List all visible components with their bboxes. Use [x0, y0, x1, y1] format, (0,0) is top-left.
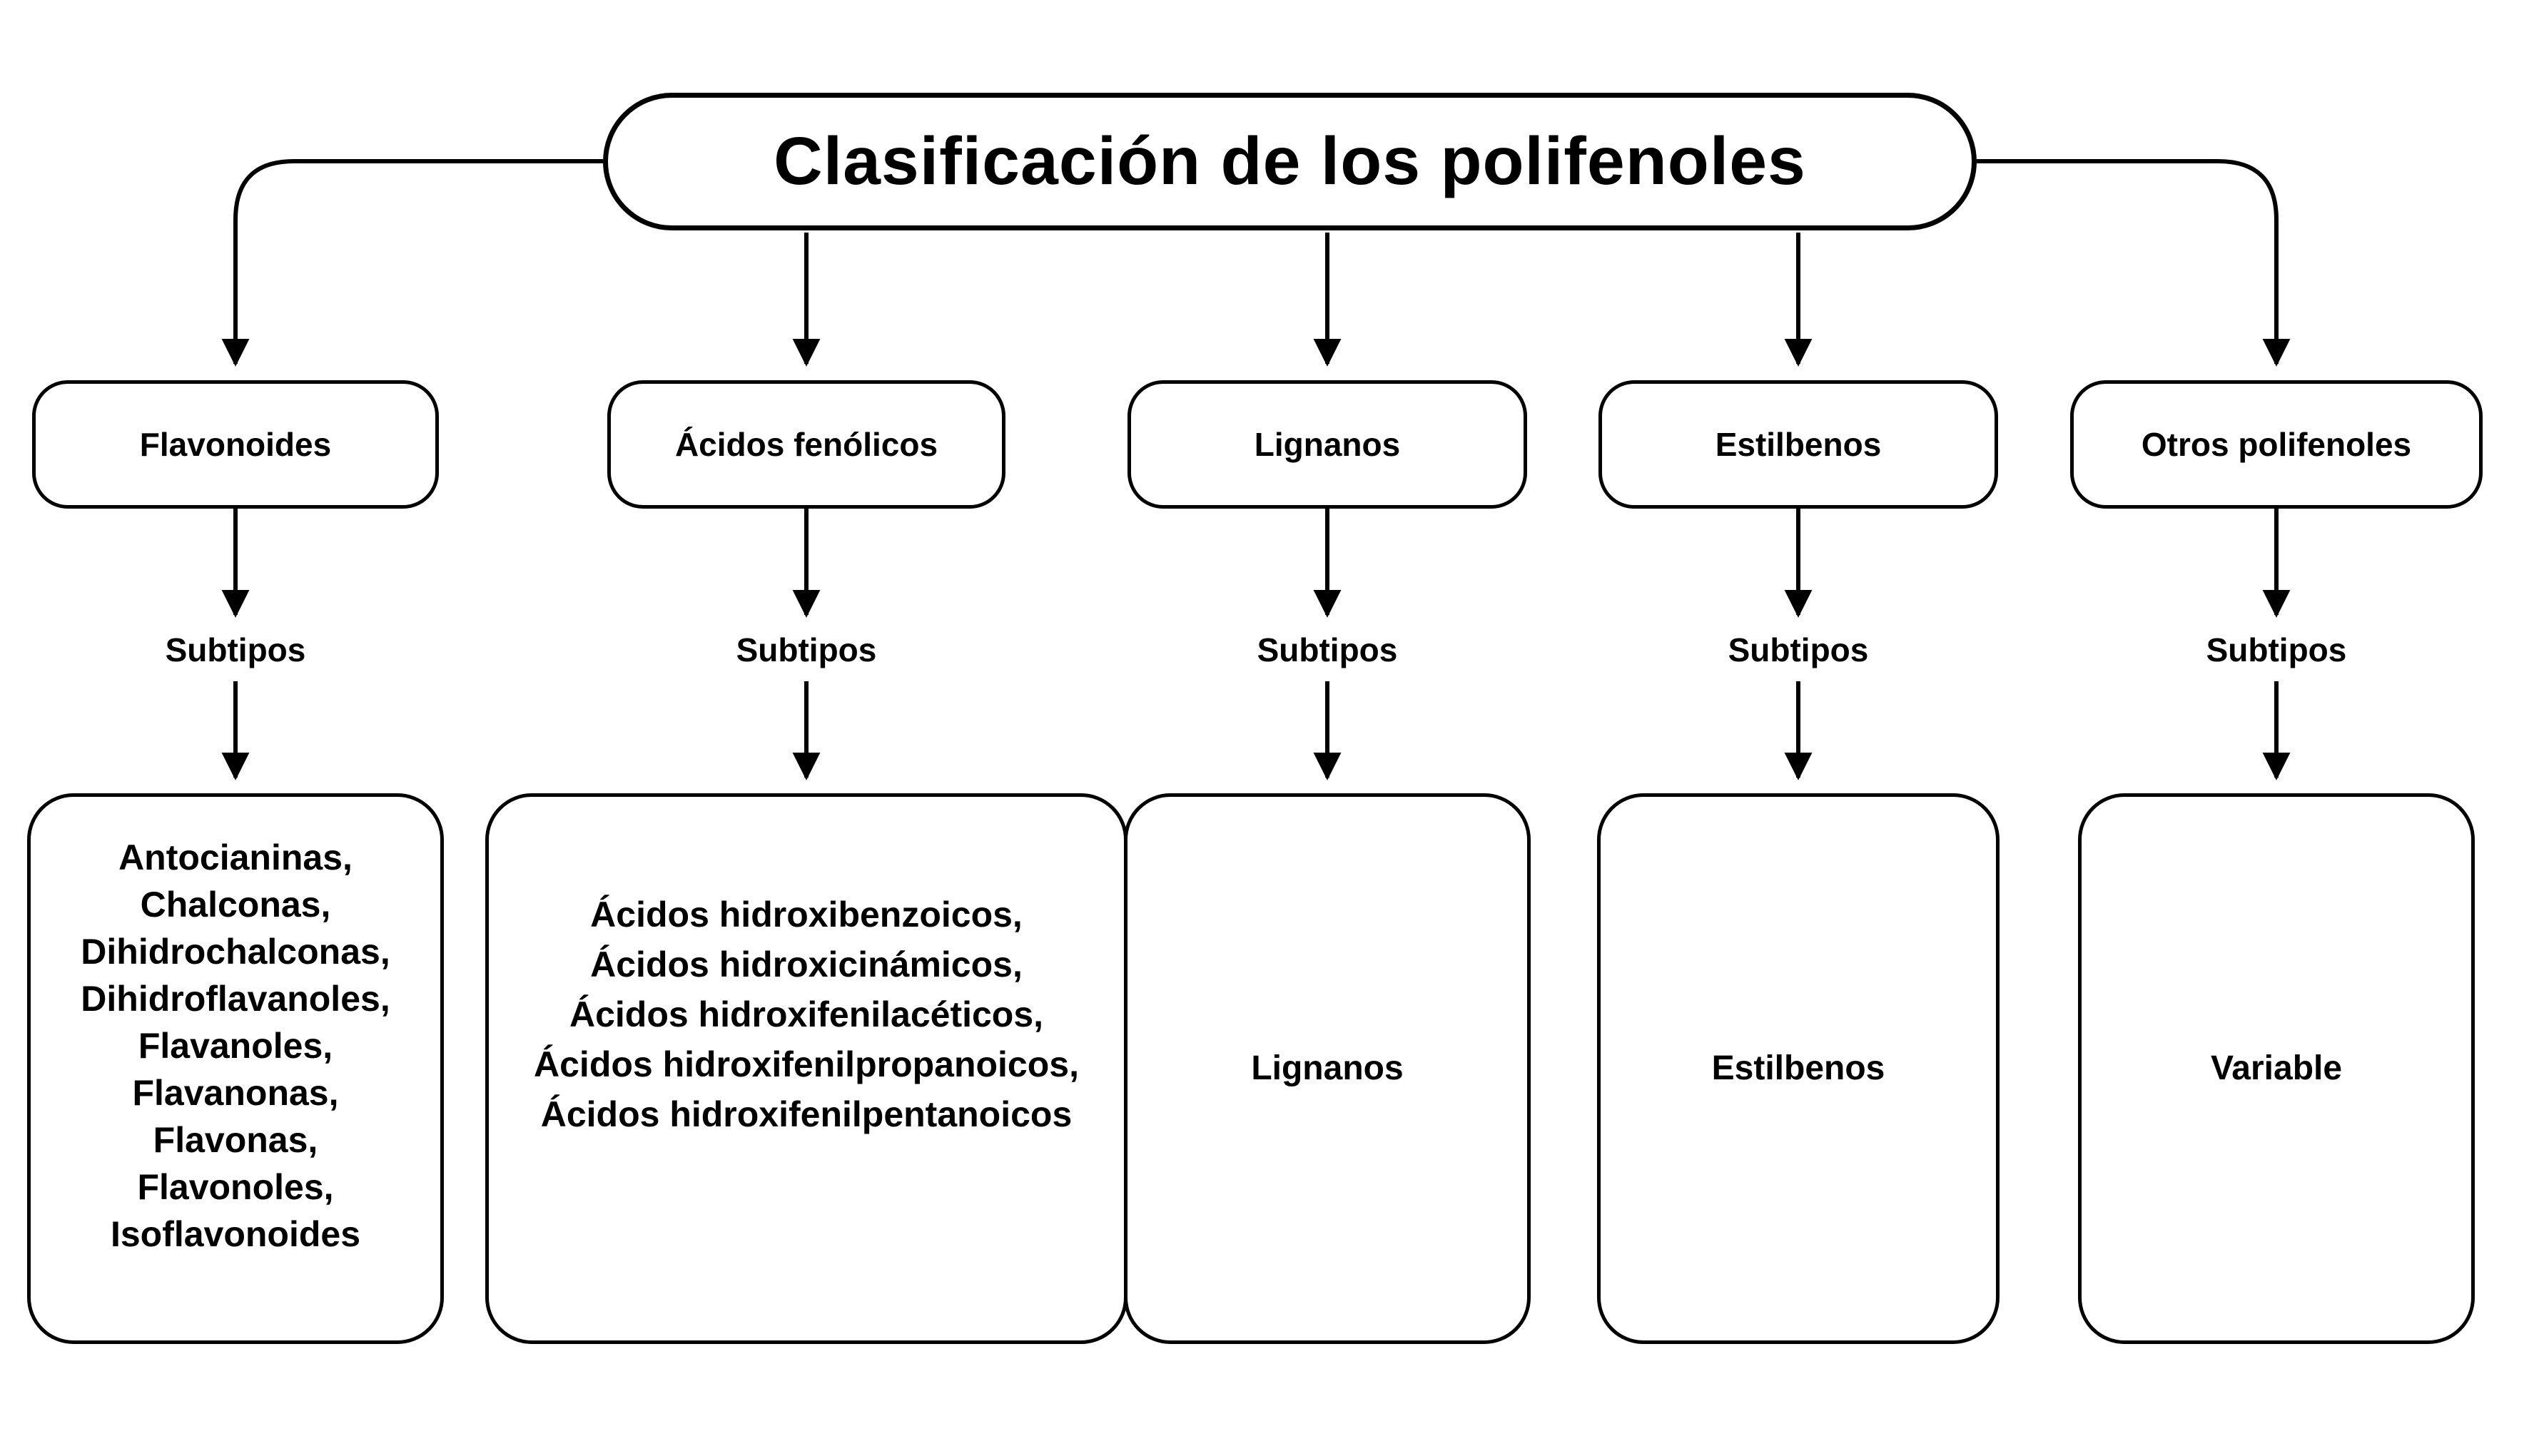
subtipos-label-lignanos: Subtipos [1257, 631, 1398, 668]
category-node-otros-polifenoles: Otros polifenoles [2070, 380, 2483, 509]
category-label: Flavonoides [139, 426, 332, 463]
category-node-flavonoides: Flavonoides [32, 380, 439, 509]
arrow-title-to-flavonoides [221, 159, 603, 367]
diagram-title: Clasificación de los polifenoles [774, 123, 1806, 199]
subtypes-list: Estilbenos [1711, 1049, 1885, 1087]
category-label: Lignanos [1254, 426, 1401, 463]
subtypes-list-node-flavonoides: Antocianinas, Chalconas, Dihidrochalcona… [27, 793, 444, 1344]
subtipos-label-estilbenos: Subtipos [1728, 631, 1869, 668]
title-node: Clasificación de los polifenoles [603, 93, 1977, 230]
subtypes-list-node-lignanos: Lignanos [1124, 793, 1531, 1344]
arrow-title-to-otros-polifenoles [1977, 159, 2291, 367]
category-label: Estilbenos [1715, 426, 1882, 463]
subtipos-label-otros-polifenoles: Subtipos [2206, 631, 2347, 668]
subtypes-list: Antocianinas, Chalconas, Dihidrochalcona… [81, 838, 390, 1254]
subtypes-list: Lignanos [1251, 1049, 1404, 1087]
subtypes-list-node-estilbenos: Estilbenos [1597, 793, 2000, 1344]
subtipos-label-flavonoides: Subtipos [165, 631, 306, 668]
category-label: Ácidos fenólicos [674, 426, 938, 463]
category-label: Otros polifenoles [2141, 426, 2412, 463]
category-node-estilbenos: Estilbenos [1598, 380, 1998, 509]
subtypes-list: Ácidos hidroxibenzoicos, Ácidos hidroxic… [534, 895, 1079, 1134]
category-node-lignanos: Lignanos [1127, 380, 1527, 509]
subtypes-list-node-otros-polifenoles: Variable [2078, 793, 2475, 1344]
subtypes-list: Variable [2210, 1049, 2343, 1087]
subtypes-list-node-acidos-fenolicos: Ácidos hidroxibenzoicos, Ácidos hidroxic… [485, 793, 1127, 1344]
category-node-acidos-fenolicos: Ácidos fenólicos [607, 380, 1005, 509]
subtipos-label-acidos-fenolicos: Subtipos [736, 631, 877, 668]
